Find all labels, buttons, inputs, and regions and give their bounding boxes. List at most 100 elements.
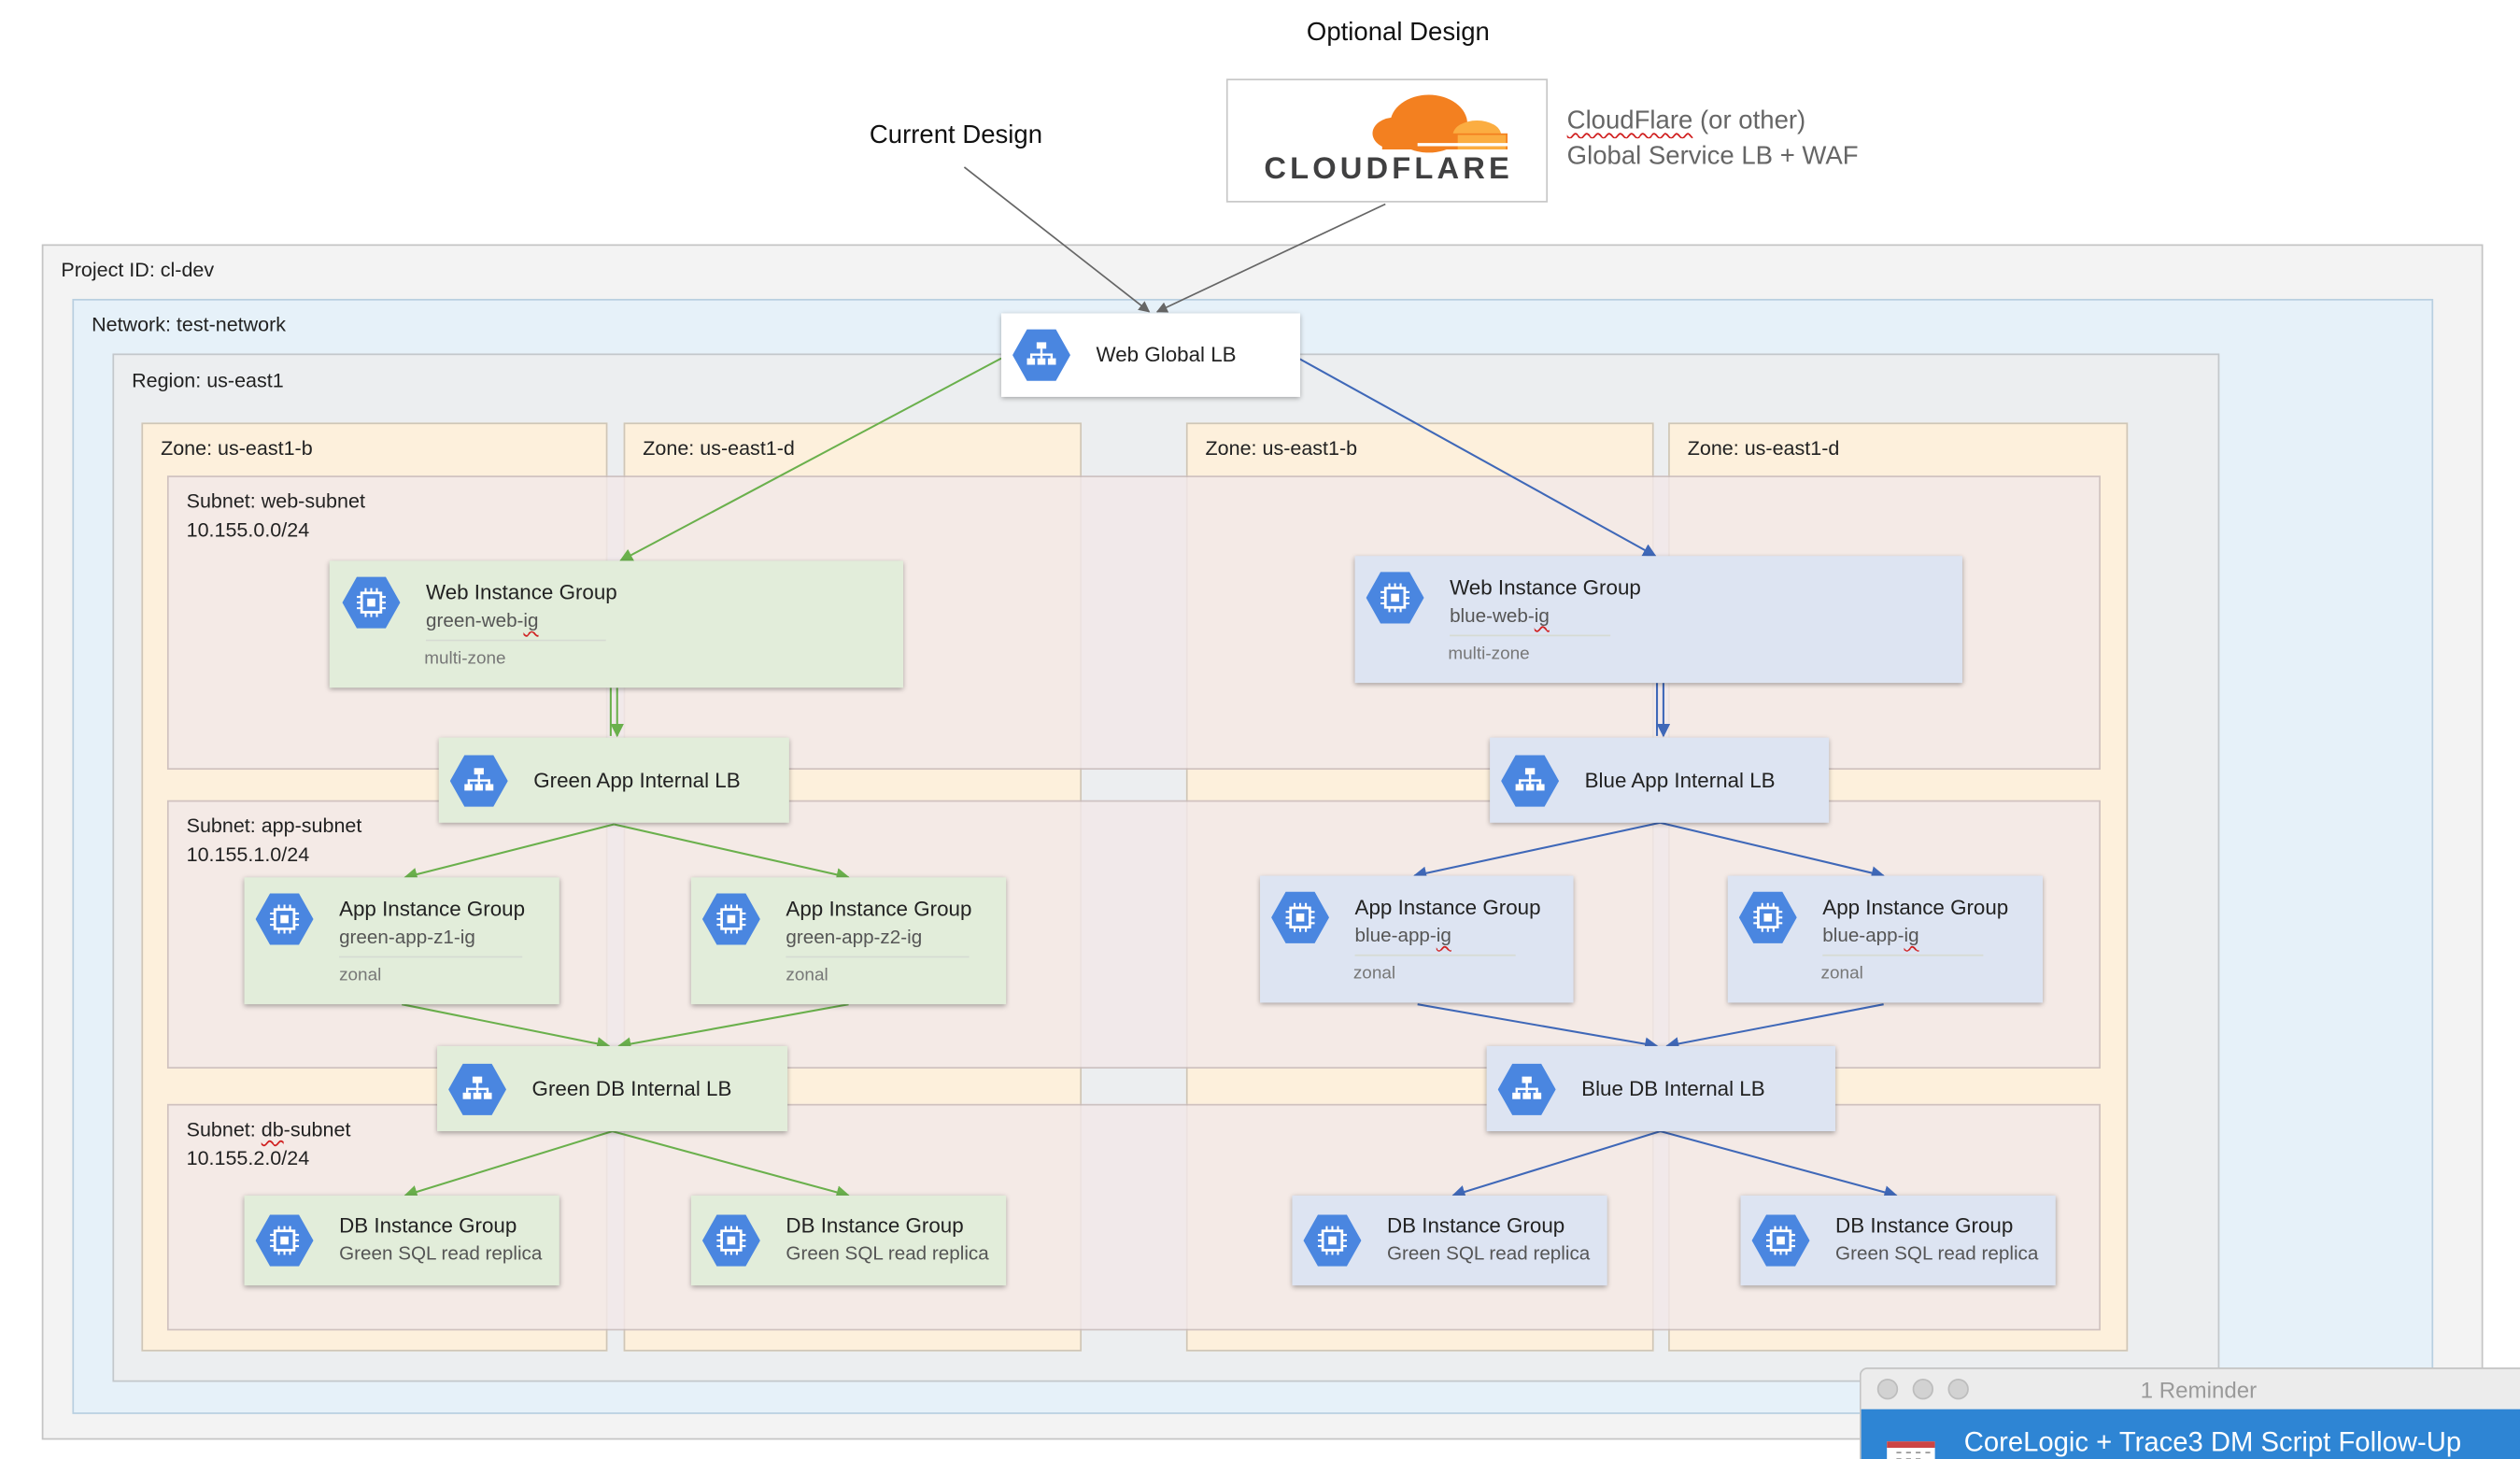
instance-group-name: Green SQL read replica bbox=[1835, 1241, 2039, 1265]
green-db-internal-lb[interactable]: Green DB Internal LB bbox=[437, 1045, 788, 1132]
calendar-icon bbox=[1887, 1441, 1935, 1459]
blue-db-instance-group-1[interactable]: DB Instance Group Green SQL read replica bbox=[1292, 1195, 1607, 1286]
lb-label: Green App Internal LB bbox=[533, 768, 741, 793]
web-subnet-cidr: 10.155.0.0/24 bbox=[186, 518, 310, 542]
instance-group-name-suffix: ig bbox=[1904, 924, 1919, 947]
card-separator bbox=[1822, 954, 1984, 956]
green-arrow bbox=[401, 1003, 611, 1051]
zone-label: Zone: us-east1-b bbox=[161, 436, 313, 460]
instance-group-name-suffix: ig bbox=[1436, 924, 1451, 947]
compute-icon bbox=[255, 1214, 314, 1267]
lb-label: Web Global LB bbox=[1096, 342, 1237, 367]
green-app-instance-group-z1[interactable]: App Instance Group green-app-z1-ig zonal bbox=[244, 877, 559, 1005]
load-balancer-icon bbox=[1497, 1063, 1556, 1115]
reminder-window-title: 1 Reminder bbox=[2140, 1377, 2258, 1403]
blue-db-internal-lb[interactable]: Blue DB Internal LB bbox=[1486, 1045, 1836, 1132]
instance-group-name: blue-app-ig bbox=[1354, 924, 1451, 947]
instance-group-title: DB Instance Group bbox=[786, 1212, 964, 1238]
green-arrow bbox=[403, 823, 615, 882]
lb-label: Blue DB Internal LB bbox=[1581, 1076, 1765, 1101]
load-balancer-icon bbox=[1501, 755, 1560, 807]
zone-label: Zone: us-east1-d bbox=[1687, 436, 1840, 460]
green-app-instance-group-z2[interactable]: App Instance Group green-app-z2-ig zonal bbox=[690, 877, 1007, 1005]
reminder-window[interactable]: 1 Reminder CoreLogic + Trace3 DM Script … bbox=[1859, 1367, 2520, 1459]
web-global-lb[interactable]: Web Global LB bbox=[1000, 313, 1301, 397]
instance-group-name: green-app-z1-ig bbox=[339, 925, 475, 948]
current-design-arrow bbox=[963, 166, 1151, 313]
instance-group-title: App Instance Group bbox=[1354, 895, 1541, 920]
load-balancer-icon bbox=[1012, 329, 1070, 381]
blue-web-instance-group[interactable]: Web Instance Group blue-web-ig multi-zon… bbox=[1354, 556, 1962, 684]
instance-group-title: Web Instance Group bbox=[1450, 574, 1641, 600]
instance-group-name: blue-web-ig bbox=[1450, 603, 1550, 627]
card-separator bbox=[425, 639, 606, 642]
instance-group-title: DB Instance Group bbox=[1835, 1212, 2014, 1238]
compute-icon bbox=[701, 1214, 760, 1267]
compute-icon bbox=[1751, 1214, 1810, 1267]
optional-design-arrow bbox=[1155, 203, 1386, 313]
web-subnet-name: Subnet: web-subnet bbox=[186, 489, 365, 513]
window-minimize-button[interactable] bbox=[1912, 1379, 1934, 1400]
green-arrow bbox=[612, 1130, 850, 1199]
compute-icon bbox=[701, 893, 760, 945]
instance-group-note: zonal bbox=[1352, 964, 1396, 984]
cloudflare-name-text: CloudFlare bbox=[1566, 107, 1693, 135]
current-design-heading: Current Design bbox=[869, 121, 1043, 149]
instance-group-name-suffix: ig bbox=[523, 608, 539, 632]
blue-arrow bbox=[1417, 1003, 1659, 1051]
lb-label: Blue App Internal LB bbox=[1584, 768, 1776, 793]
card-separator bbox=[1450, 634, 1611, 637]
zone-label: Zone: us-east1-b bbox=[1205, 436, 1358, 460]
window-close-button[interactable] bbox=[1876, 1379, 1899, 1400]
instance-group-name: blue-app-ig bbox=[1822, 924, 1919, 947]
instance-group-title: DB Instance Group bbox=[1386, 1212, 1565, 1238]
app-subnet-cidr: 10.155.1.0/24 bbox=[186, 843, 310, 867]
blue-app-instance-group-1[interactable]: App Instance Group blue-app-ig zonal bbox=[1260, 875, 1574, 1003]
db-subnet-cidr: 10.155.2.0/24 bbox=[186, 1147, 310, 1170]
green-app-internal-lb[interactable]: Green App Internal LB bbox=[438, 737, 789, 823]
green-arrow bbox=[618, 357, 1002, 562]
cloudflare-name: CloudFlare (or other) bbox=[1567, 107, 1806, 136]
instance-group-note: multi-zone bbox=[424, 649, 506, 669]
instance-group-note: multi-zone bbox=[1448, 644, 1530, 664]
reminder-item[interactable]: CoreLogic + Trace3 DM Script Follow-Up bbox=[1861, 1409, 2520, 1459]
compute-icon bbox=[1303, 1214, 1362, 1267]
cloudflare-description: Global Service LB + WAF bbox=[1566, 143, 1859, 171]
green-db-instance-group-1[interactable]: DB Instance Group Green SQL read replica bbox=[244, 1195, 559, 1286]
instance-group-name: Green SQL read replica bbox=[339, 1241, 543, 1265]
green-arrow bbox=[403, 1130, 613, 1198]
green-web-instance-group[interactable]: Web Instance Group green-web-ig multi-zo… bbox=[329, 560, 904, 688]
blue-arrow bbox=[1412, 821, 1661, 880]
compute-icon bbox=[1366, 572, 1424, 624]
cloudflare-cloud-icon bbox=[1372, 94, 1509, 153]
compute-icon bbox=[1738, 891, 1797, 943]
instance-group-title: DB Instance Group bbox=[339, 1212, 517, 1238]
instance-group-name: green-web-ig bbox=[425, 608, 539, 632]
blue-arrow bbox=[1297, 357, 1657, 558]
card-separator bbox=[786, 956, 970, 958]
blue-arrow bbox=[1660, 1130, 1898, 1199]
lb-label: Green DB Internal LB bbox=[531, 1076, 732, 1101]
instance-group-title: App Instance Group bbox=[339, 896, 526, 921]
zone-label: Zone: us-east1-d bbox=[643, 436, 795, 460]
blue-db-instance-group-2[interactable]: DB Instance Group Green SQL read replica bbox=[1740, 1195, 2056, 1286]
blue-arrow bbox=[1664, 1003, 1884, 1051]
card-separator bbox=[339, 956, 523, 958]
instance-group-title: App Instance Group bbox=[1822, 895, 2009, 920]
instance-group-name: Green SQL read replica bbox=[1386, 1241, 1591, 1265]
window-zoom-button[interactable] bbox=[1947, 1379, 1969, 1400]
blue-arrow bbox=[1451, 1130, 1661, 1198]
compute-icon bbox=[342, 576, 401, 629]
optional-design-heading: Optional Design bbox=[1306, 19, 1490, 47]
blue-app-internal-lb[interactable]: Blue App Internal LB bbox=[1490, 737, 1830, 823]
blue-app-instance-group-2[interactable]: App Instance Group blue-app-ig zonal bbox=[1727, 875, 2044, 1003]
cloudflare-name-suffix: (or other) bbox=[1692, 107, 1806, 135]
green-arrow bbox=[614, 823, 850, 882]
load-balancer-icon bbox=[448, 1063, 507, 1115]
db-subnet-name: Subnet: db-subnet bbox=[186, 1118, 351, 1141]
green-db-instance-group-2[interactable]: DB Instance Group Green SQL read replica bbox=[690, 1195, 1007, 1286]
instance-group-title: App Instance Group bbox=[786, 896, 972, 921]
db-subnet-name-suffix: db bbox=[261, 1118, 284, 1141]
instance-group-name: green-app-z2-ig bbox=[786, 925, 923, 948]
cloudflare-logo-text: CLOUDFLARE bbox=[1264, 152, 1513, 187]
